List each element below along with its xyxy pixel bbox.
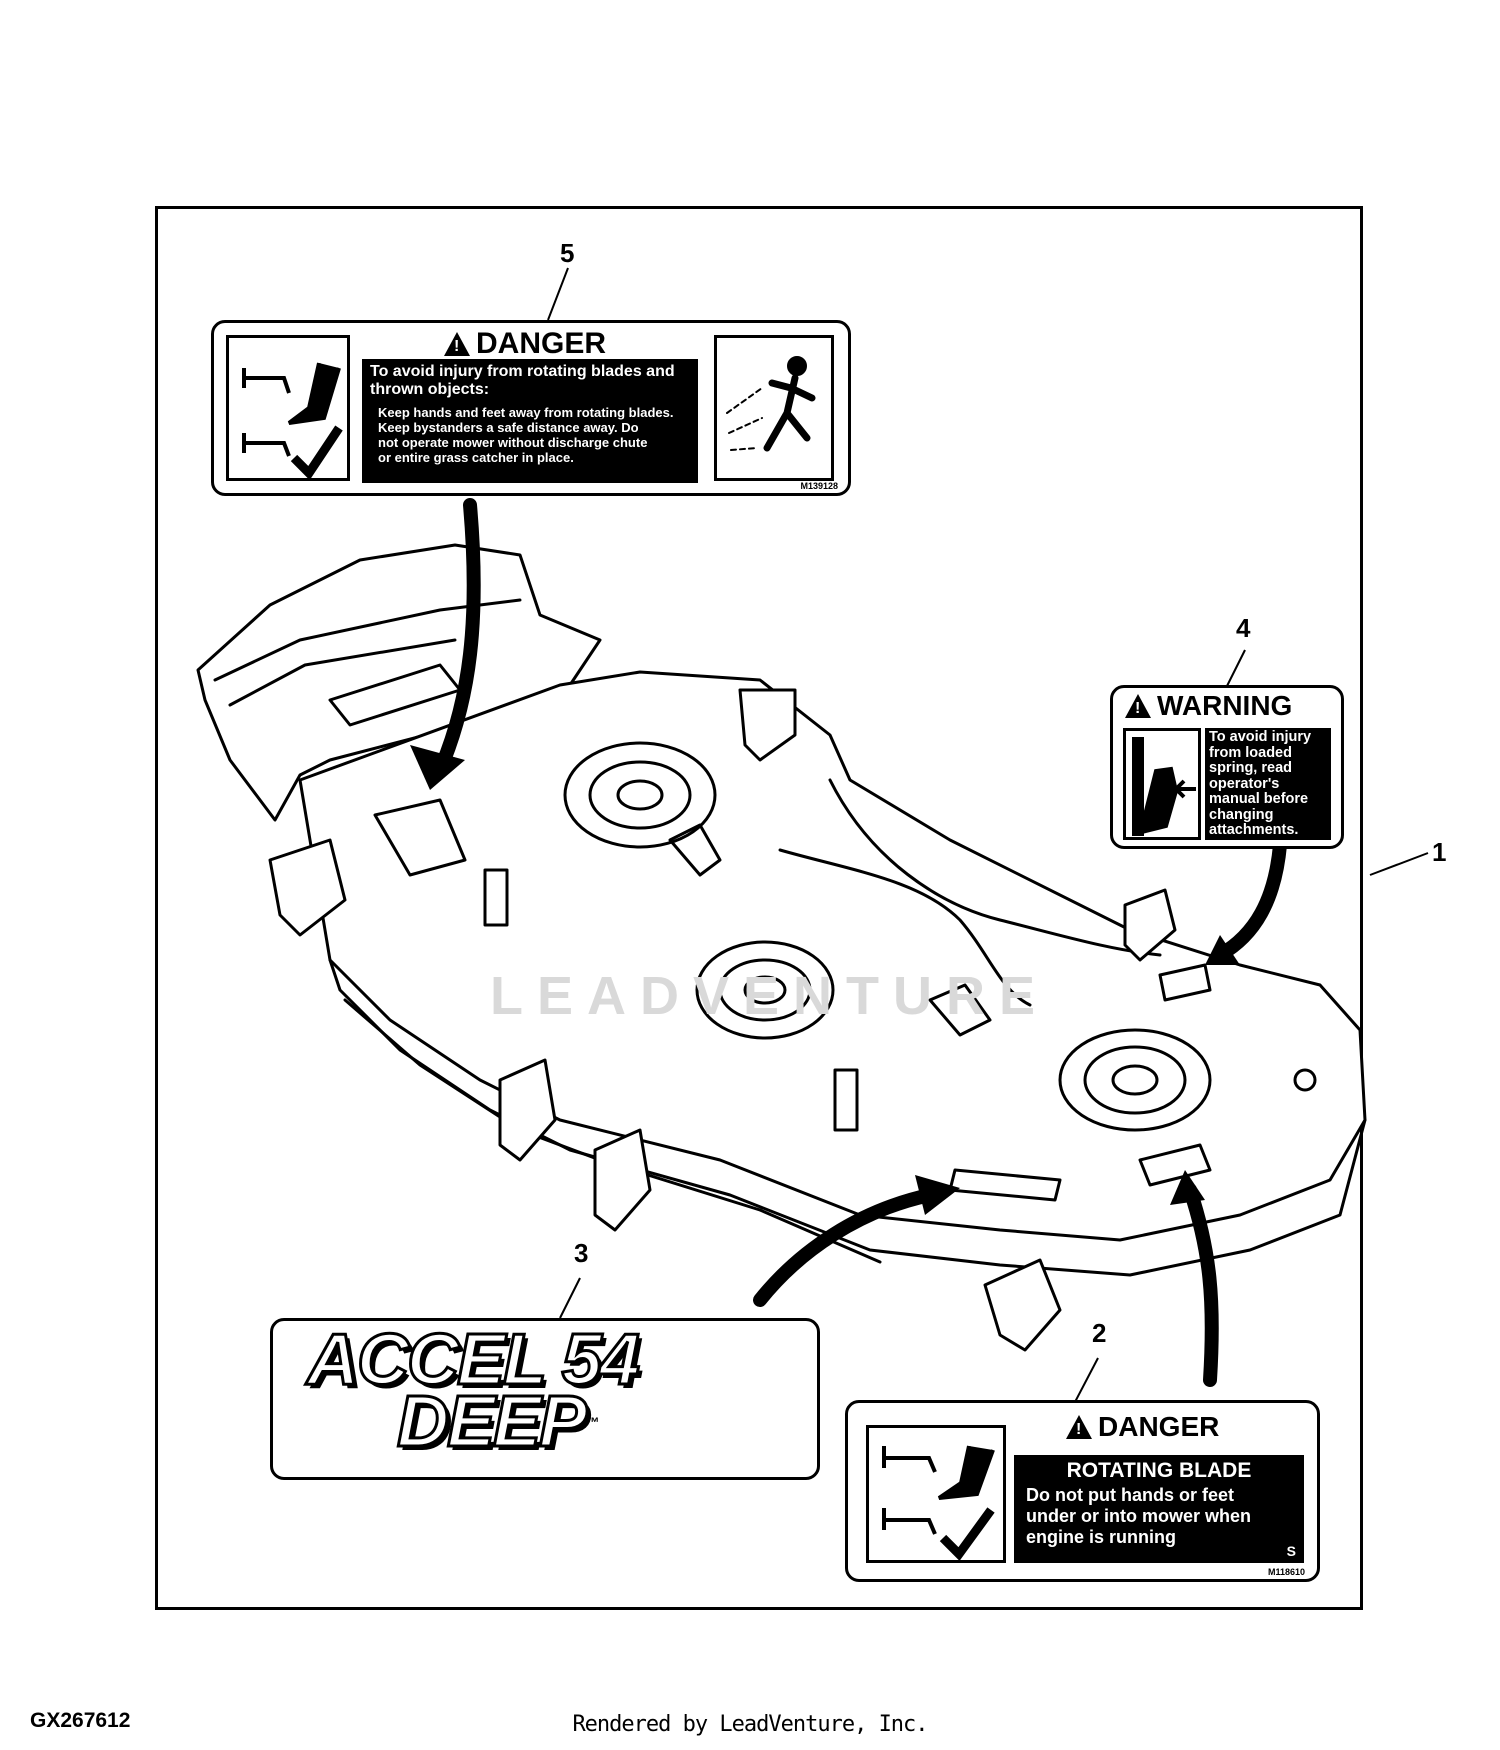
trademark-symbol: ™: [585, 1414, 599, 1430]
decal-2-body-line-3: engine is running: [1026, 1527, 1177, 1547]
figure-frame: [155, 206, 1363, 1610]
logo-line-1: ACCEL 54: [306, 1320, 642, 1400]
bracket-rear-right: [1123, 888, 1177, 962]
watermark: LEADVENTURE: [490, 966, 1050, 1026]
decal-2-mark: S: [1286, 1543, 1296, 1559]
logo-line-2-text: DEEP: [395, 1382, 588, 1462]
decal-5-part-number: M139128: [800, 481, 838, 491]
decal-5-body-line-4: or entire grass catcher in place.: [378, 450, 574, 465]
decal-5-body-line-2: Keep bystanders a safe distance away. Do: [378, 420, 639, 435]
decal-4-body-line-2: from loaded: [1209, 744, 1292, 761]
callout-4: 4: [1236, 613, 1251, 643]
decal-5-body-line-3: not operate mower without discharge chut…: [378, 435, 648, 450]
spindle-center: [695, 940, 835, 1040]
blade-hazard-pictogram: [226, 335, 350, 481]
decal-4-message: To avoid injury from loaded spring, read…: [1205, 728, 1331, 840]
thrown-objects-icon: [726, 356, 816, 452]
decal-4-body-line-5: manual before: [1209, 791, 1309, 807]
spring-hazard-pictogram: [1123, 728, 1201, 840]
decal-5-title-line-2: thrown objects:: [370, 381, 490, 398]
bracket-rear: [738, 688, 797, 762]
spindle-left: [563, 741, 717, 849]
footer-credit: Rendered by LeadVenture, Inc.: [572, 1712, 928, 1737]
alert-triangle-icon: [1066, 1415, 1092, 1439]
figure-id: GX267612: [30, 1709, 131, 1732]
decal-4-warning: WARNING To avoid injury from loaded spri…: [1110, 685, 1344, 849]
callout-2: 2: [1092, 1318, 1107, 1348]
decal-5-danger: DANGER To avoid injury from rotating bla…: [211, 320, 851, 496]
spindle-right: [1058, 1028, 1212, 1132]
decal-4-body-line-4: operator's: [1209, 775, 1280, 792]
decal-4-header: WARNING: [1125, 690, 1292, 722]
hands-blade-icon: [882, 1445, 995, 1561]
blade-hazard-pictogram-2: [866, 1425, 1006, 1563]
hands-blade-icon: [242, 362, 343, 481]
decal-5-header-text: DANGER: [476, 327, 607, 360]
decal-4-body-line-6: changing: [1209, 806, 1274, 823]
callout-3: 3: [574, 1238, 589, 1268]
decal-5-message: To avoid injury from rotating blades and…: [362, 359, 698, 483]
decal-4-header-text: WARNING: [1157, 690, 1293, 721]
decal-4-body-line-1: To avoid injury: [1209, 729, 1312, 745]
decal-5-title-line-1: To avoid injury from rotating blades and: [370, 363, 675, 380]
crushed-hand-icon: [1132, 737, 1196, 836]
decal-2-body-line-2: under or into mower when: [1026, 1506, 1252, 1526]
callout-1: 1: [1432, 837, 1447, 867]
alert-triangle-icon: [444, 332, 470, 356]
decal-2-message: ROTATING BLADE Do not put hands or feet …: [1014, 1455, 1304, 1563]
alert-triangle-icon: [1125, 694, 1151, 718]
bracket-front-left-1: [498, 1058, 557, 1162]
decal-2-header: DANGER: [1066, 1411, 1219, 1443]
decal-on-deck-2: [1138, 1143, 1212, 1187]
decal-2-danger: DANGER ROTATING BLADE Do not put hands o…: [845, 1400, 1320, 1582]
decal-on-deck-4: [1158, 963, 1212, 1002]
bracket-front-left-2: [593, 1128, 652, 1232]
decal-5-header: DANGER: [444, 327, 606, 361]
accel-54-logo: ACCEL 54 DEEP™: [306, 1320, 642, 1460]
decal-2-part-number: M118610: [1267, 1567, 1305, 1577]
decal-on-deck-ondeck: [373, 798, 467, 877]
decal-4-body-line-7: attachments.: [1209, 822, 1299, 838]
decal-3-accel-deep: ACCEL 54 DEEP™: [270, 1318, 820, 1480]
bracket-left: [268, 838, 347, 937]
decal-4-body-line-3: spring, read: [1209, 760, 1292, 776]
decal-5-body-line-1: Keep hands and feet away from rotating b…: [378, 405, 674, 420]
callout-5: 5: [560, 238, 575, 268]
logo-line-2: DEEP™: [307, 1385, 638, 1460]
decal-2-title: ROTATING BLADE: [1066, 1459, 1252, 1482]
thrown-objects-pictogram: [714, 335, 834, 481]
decal-2-body-line-1: Do not put hands or feet: [1026, 1485, 1234, 1505]
bracket-front-right: [983, 1258, 1062, 1352]
decal-on-deck-3: [948, 1168, 1062, 1202]
decal-2-header-text: DANGER: [1098, 1411, 1220, 1442]
